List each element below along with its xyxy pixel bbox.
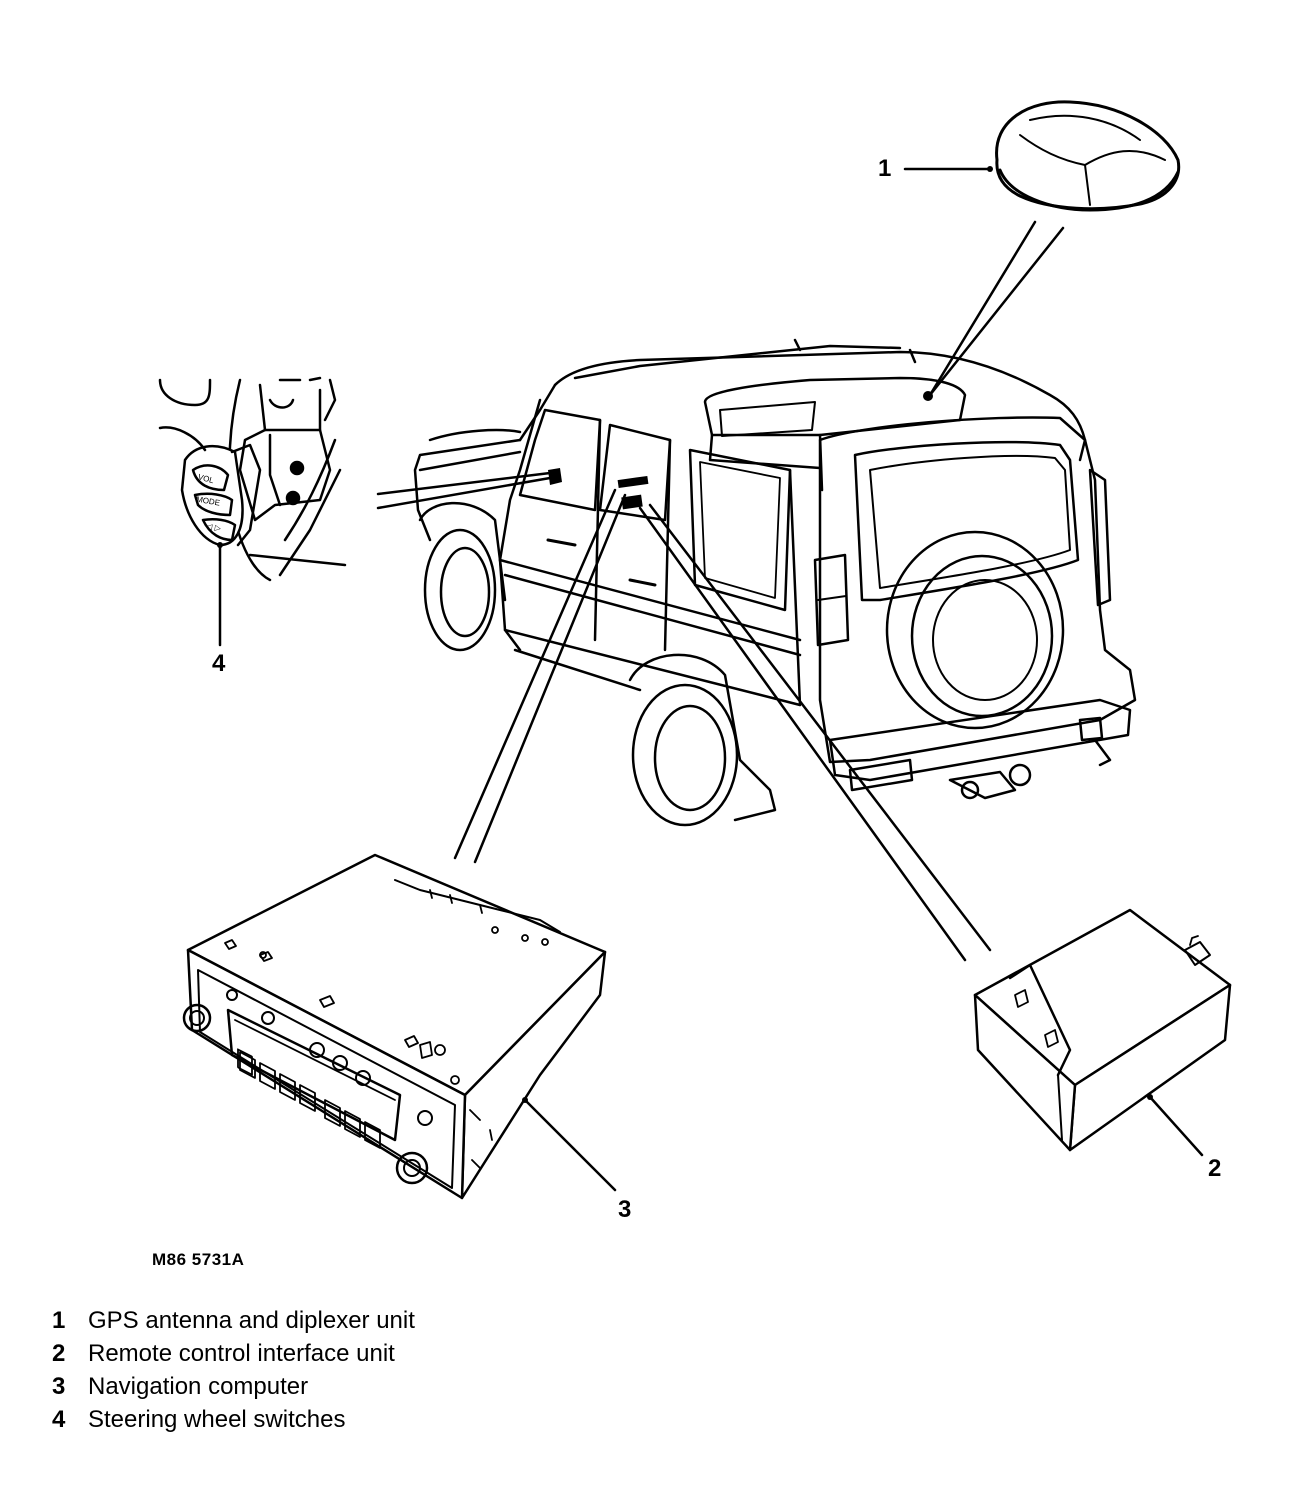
switch-label-arrows: ◁ ▷ (204, 521, 222, 533)
callout-3-leader (523, 1098, 617, 1192)
callout-2-leader (1148, 1095, 1204, 1157)
legend-label: GPS antenna and diplexer unit (88, 1307, 415, 1334)
legend-label: Remote control interface unit (88, 1340, 395, 1367)
legend-number: 3 (52, 1373, 66, 1400)
legend-item: 3 Navigation computer (52, 1370, 415, 1403)
callout-4-number: 4 (212, 650, 226, 677)
gps-antenna-drawing (995, 100, 1181, 212)
legend-item: 4 Steering wheel switches (52, 1403, 415, 1436)
vehicle-drawing (413, 338, 1137, 827)
switch-label-mode: MODE (196, 495, 221, 508)
callout-3-number: 3 (618, 1196, 632, 1223)
legend-number: 4 (52, 1406, 66, 1433)
legend-item: 1 GPS antenna and diplexer unit (52, 1304, 415, 1337)
navigation-computer-drawing (182, 853, 607, 1200)
callout-1-number: 1 (878, 155, 892, 182)
legend-number: 1 (52, 1307, 66, 1334)
legend: 1 GPS antenna and diplexer unit 2 Remote c… (52, 1304, 415, 1436)
legend-label: Steering wheel switches (88, 1406, 346, 1433)
legend-label: Navigation computer (88, 1373, 309, 1400)
legend-item: 2 Remote control interface unit (52, 1337, 415, 1370)
legend-number: 2 (52, 1340, 66, 1367)
interface-unit-drawing (973, 908, 1232, 1152)
figure-code: M86 5731A (152, 1250, 245, 1269)
switch-label-vol: VOL (197, 472, 215, 485)
steering-wheel-switch-drawing (158, 376, 347, 582)
callout-2-number: 2 (1208, 1155, 1222, 1182)
